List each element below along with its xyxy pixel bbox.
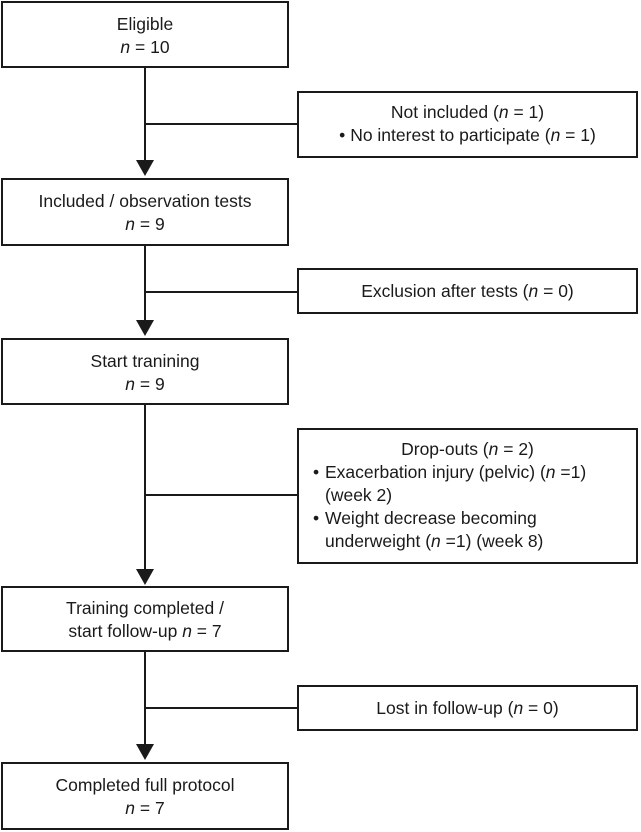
arrowhead-to-included [136,160,154,176]
exclusion-text: Exclusion after tests (n = 0) [299,280,636,303]
lost-count: = 0) [523,698,559,718]
n-symbol: n [125,798,136,818]
dropouts-title-count: = 2) [498,439,534,459]
completed-protocol-title: Completed full protocol [55,775,235,795]
not-included-item-count: = 1) [560,125,596,145]
completed-protocol-count-value: = 7 [135,798,165,818]
exclusion-label: Exclusion after tests ( [361,281,529,301]
eligible-count: n = 10 [3,36,287,59]
arrowhead-to-training-completed [136,569,154,585]
bullet: • [313,462,320,482]
not-included-box: Not included (n = 1) • No interest to pa… [297,91,638,158]
n-symbol: n [513,698,524,718]
n-symbol: n [120,37,131,57]
dropouts-item-2-text: Weight decrease becoming underweight (n =… [325,507,636,553]
eligible-box: Eligible n = 10 [1,1,289,68]
start-training-count: n = 9 [3,373,287,396]
training-completed-line2: start follow-up n = 7 [3,620,287,643]
n-symbol: n [125,374,136,394]
not-included-title-count: = 1) [508,102,545,122]
start-training-count-value: = 9 [135,374,165,394]
n-symbol: n [550,125,561,145]
n-symbol: n [125,214,136,234]
lost-text: Lost in follow-up (n = 0) [299,697,636,720]
connector-to-exclusion [144,291,297,293]
dropouts-item-2-label-cont: underweight ( [325,531,432,551]
connector-to-lost [144,707,297,709]
dropouts-item-2: • Weight decrease becoming underweight (n… [299,507,636,553]
dropouts-item-1-week: (week 2) [325,485,393,505]
included-count-value: = 9 [135,214,165,234]
not-included-item: • No interest to participate (n = 1) [299,124,636,147]
training-completed-follow-up: start follow-up [68,621,183,641]
completed-protocol-count: n = 7 [3,797,287,820]
connector-start-to-completed-training [144,405,146,573]
n-symbol: n [498,102,509,122]
connector-to-not-included [144,123,297,125]
dropouts-item-1: • Exacerbation injury (pelvic) (n =1) (we… [299,461,636,507]
connector-eligible-to-included [144,68,146,166]
eligible-count-value: = 10 [130,37,170,57]
lost-label: Lost in follow-up ( [376,698,514,718]
bullet: • [339,125,346,145]
not-included-title: Not included (n = 1) [299,101,636,124]
training-completed-count: = 7 [191,621,222,641]
training-completed-line1: Training completed / [66,598,224,618]
n-symbol: n [431,531,441,551]
training-completed-box: Training completed / start follow-up n =… [1,586,289,652]
n-symbol: n [182,621,192,641]
lost-box: Lost in follow-up (n = 0) [297,685,638,731]
arrowhead-to-start-training [136,320,154,336]
n-symbol: n [488,439,499,459]
included-count: n = 9 [3,213,287,236]
connector-training-to-final [144,652,146,748]
not-included-title-text: Not included ( [390,102,499,122]
connector-to-dropouts [144,494,297,496]
dropouts-item-1-count: =1) [555,462,587,482]
included-title: Included / observation tests [38,191,252,211]
start-training-title: Start tranining [90,351,200,371]
dropouts-title-text: Drop-outs ( [401,439,489,459]
exclusion-box: Exclusion after tests (n = 0) [297,268,638,314]
dropouts-item-1-text: Exacerbation injury (pelvic) (n =1) (week… [325,461,636,507]
dropouts-item-1-label: Exacerbation injury (pelvic) ( [325,462,546,482]
start-training-box: Start tranining n = 9 [1,338,289,405]
completed-protocol-box: Completed full protocol n = 7 [1,762,289,830]
bullet: • [313,508,320,528]
exclusion-count: = 0) [538,281,574,301]
dropouts-box: Drop-outs (n = 2) • Exacerbation injury … [297,428,638,564]
eligible-title: Eligible [116,14,174,34]
arrowhead-to-completed-protocol [136,744,154,760]
connector-included-to-start [144,246,146,324]
n-symbol: n [545,462,556,482]
n-symbol: n [528,281,539,301]
dropouts-item-2-label: Weight decrease becoming [325,508,537,528]
included-box: Included / observation tests n = 9 [1,178,289,246]
dropouts-item-2-count: =1) (week 8) [440,531,544,551]
not-included-item-text: No interest to participate ( [350,125,551,145]
dropouts-title: Drop-outs (n = 2) [299,438,636,461]
